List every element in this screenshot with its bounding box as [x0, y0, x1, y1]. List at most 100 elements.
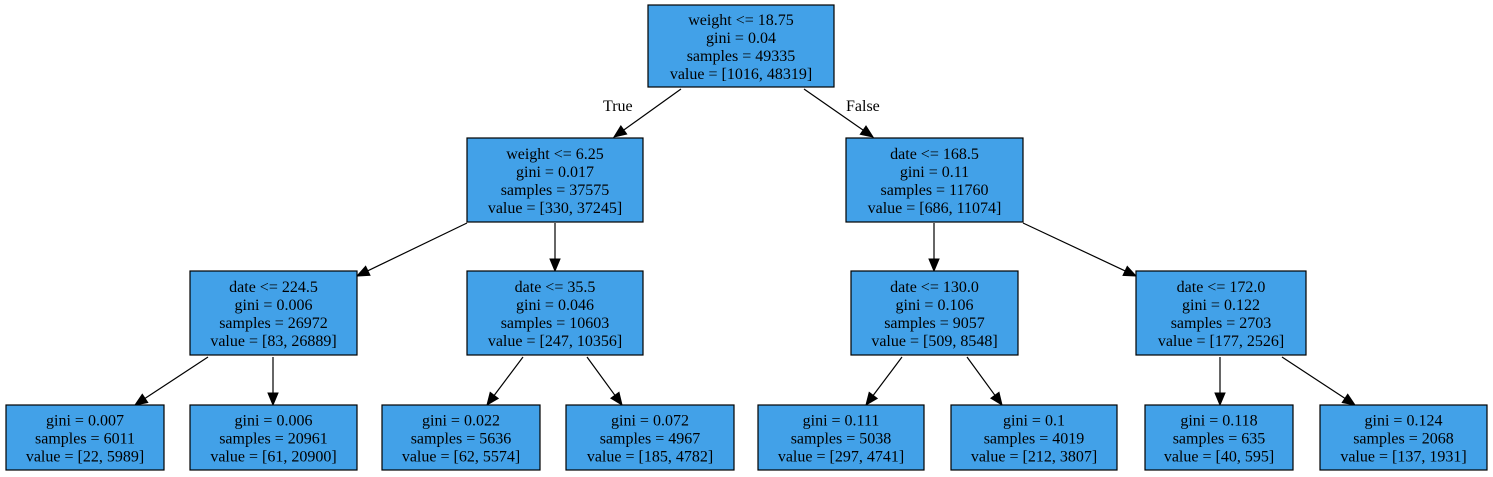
- node-samples: samples = 37575: [501, 182, 610, 199]
- node-box: [850, 270, 1019, 356]
- node-value: value = [686, 11074]: [868, 200, 1002, 217]
- edge-n0-n1: [623, 88, 682, 131]
- node-value: value = [177, 2526]: [1158, 333, 1284, 350]
- node-value: value = [61, 20900]: [210, 449, 336, 466]
- arrowhead-n5-n11: [865, 391, 879, 407]
- node-samples: samples = 2703: [1171, 315, 1272, 332]
- node-gini: gini = 0.122: [1182, 297, 1260, 314]
- node-split-condition: date <= 224.5: [229, 279, 318, 296]
- node-box: [189, 404, 358, 471]
- arrowhead-n1-n3: [355, 265, 371, 277]
- arrowhead-n4-n9: [486, 391, 500, 407]
- arrowhead-n6-n14: [1341, 393, 1357, 406]
- node-gini: gini = 0.1: [1003, 413, 1065, 430]
- node-box: [466, 137, 644, 223]
- arrowhead-n2-n5: [928, 258, 940, 273]
- node-split-condition: date <= 130.0: [890, 279, 979, 296]
- node-split-condition: date <= 35.5: [515, 279, 596, 296]
- arrowhead-n1-n4: [549, 258, 561, 273]
- node-samples: samples = 11760: [881, 182, 989, 199]
- node-gini: gini = 0.111: [803, 413, 880, 430]
- node-gini: gini = 0.124: [1365, 413, 1443, 430]
- edge-n3-n7: [144, 356, 209, 399]
- node-split-condition: date <= 172.0: [1177, 279, 1266, 296]
- node-samples: samples = 4967: [600, 431, 701, 448]
- node-split-condition: date <= 168.5: [890, 146, 979, 163]
- node-split-condition: weight <= 18.75: [688, 12, 794, 29]
- node-samples: samples = 20961: [219, 431, 328, 448]
- node-value: value = [247, 10356]: [488, 333, 622, 350]
- node-gini: gini = 0.072: [611, 413, 689, 430]
- node-gini: gini = 0.007: [46, 413, 124, 430]
- node-samples: samples = 4019: [984, 431, 1085, 448]
- node-value: value = [137, 1931]: [1340, 449, 1466, 466]
- node-box: [466, 270, 644, 356]
- node-value: value = [509, 8548]: [871, 333, 997, 350]
- arrowhead-n4-n10: [609, 391, 623, 407]
- node-samples: samples = 2068: [1353, 431, 1454, 448]
- node-gini: gini = 0.046: [516, 297, 594, 314]
- arrowhead-n2-n6: [1122, 265, 1138, 277]
- node-gini: gini = 0.106: [896, 297, 974, 314]
- arrowhead-n0-n2: [859, 125, 875, 138]
- node-value: value = [297, 4741]: [778, 449, 904, 466]
- node-value: value = [212, 3807]: [971, 449, 1097, 466]
- edge-n4-n9: [493, 356, 524, 396]
- node-box: [1135, 270, 1307, 356]
- node-box: [647, 4, 835, 88]
- node-gini: gini = 0.006: [235, 297, 313, 314]
- node-gini: gini = 0.022: [422, 413, 500, 430]
- node-box: [1144, 404, 1294, 471]
- node-box: [189, 270, 358, 356]
- edge-n0-n2: [803, 88, 864, 131]
- node-value: value = [22, 5989]: [26, 449, 144, 466]
- node-box: [565, 404, 735, 471]
- node-samples: samples = 635: [1173, 431, 1266, 448]
- node-samples: samples = 5038: [791, 431, 892, 448]
- arrowhead-n0-n1: [612, 125, 628, 138]
- tree-edges: [133, 88, 1357, 407]
- node-samples: samples = 10603: [501, 315, 610, 332]
- arrowhead-n3-n8: [267, 392, 279, 407]
- edge-label-false: False: [846, 98, 880, 115]
- edge-n5-n12: [966, 356, 996, 396]
- edge-n6-n14: [1281, 356, 1346, 399]
- node-value: value = [83, 26889]: [210, 333, 336, 350]
- arrowhead-n3-n7: [133, 393, 149, 406]
- node-gini: gini = 0.017: [516, 164, 594, 181]
- node-box: [1319, 404, 1488, 471]
- node-value: value = [1016, 48319]: [670, 66, 812, 83]
- node-gini: gini = 0.006: [235, 413, 313, 430]
- node-box: [845, 137, 1024, 223]
- edge-n1-n3: [367, 222, 468, 272]
- node-box: [950, 404, 1118, 471]
- node-samples: samples = 49335: [687, 48, 796, 65]
- node-samples: samples = 5636: [411, 431, 512, 448]
- node-box: [757, 404, 925, 471]
- edge-n4-n10: [586, 356, 616, 396]
- node-samples: samples = 6011: [35, 431, 135, 448]
- node-samples: samples = 9057: [884, 315, 985, 332]
- node-box: [381, 404, 541, 471]
- node-value: value = [40, 595]: [1164, 449, 1274, 466]
- node-samples: samples = 26972: [219, 315, 328, 332]
- edge-n2-n6: [1022, 222, 1126, 272]
- node-box: [5, 404, 165, 471]
- node-value: value = [330, 37245]: [488, 200, 622, 217]
- node-gini: gini = 0.04: [706, 30, 776, 47]
- arrowhead-n5-n12: [989, 391, 1003, 407]
